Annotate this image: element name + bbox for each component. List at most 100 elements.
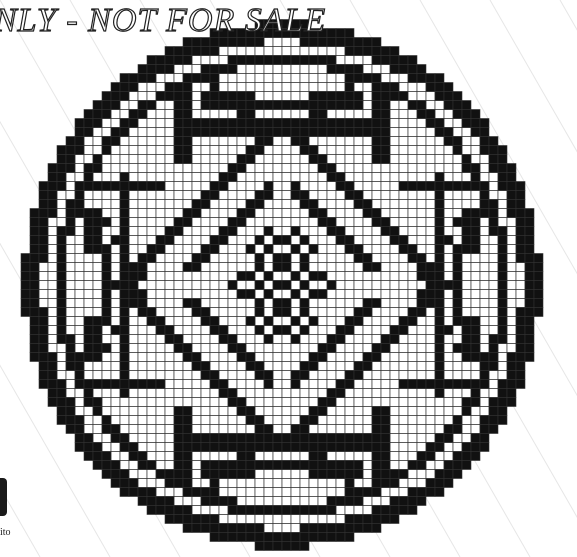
open-mesh-cell bbox=[156, 353, 165, 362]
filled-block bbox=[345, 92, 354, 101]
open-mesh-cell bbox=[102, 398, 111, 407]
open-mesh-cell bbox=[453, 371, 462, 380]
filled-block bbox=[273, 533, 282, 542]
open-mesh-cell bbox=[309, 182, 318, 191]
filled-block bbox=[534, 308, 543, 317]
filled-block bbox=[516, 317, 525, 326]
open-mesh-cell bbox=[444, 164, 453, 173]
filled-block bbox=[66, 362, 75, 371]
filled-block bbox=[66, 227, 75, 236]
open-mesh-cell bbox=[354, 56, 363, 65]
filled-block bbox=[111, 461, 120, 470]
filled-block bbox=[228, 335, 237, 344]
filled-block bbox=[444, 326, 453, 335]
open-mesh-cell bbox=[300, 317, 309, 326]
open-mesh-cell bbox=[363, 56, 372, 65]
filled-block bbox=[336, 236, 345, 245]
open-mesh-cell bbox=[237, 308, 246, 317]
open-mesh-cell bbox=[156, 299, 165, 308]
open-mesh-cell bbox=[129, 200, 138, 209]
filled-block bbox=[30, 263, 39, 272]
open-mesh-cell bbox=[120, 416, 129, 425]
filled-block bbox=[273, 434, 282, 443]
open-mesh-cell bbox=[336, 290, 345, 299]
open-mesh-cell bbox=[165, 110, 174, 119]
filled-block bbox=[471, 443, 480, 452]
open-mesh-cell bbox=[417, 407, 426, 416]
open-mesh-cell bbox=[210, 389, 219, 398]
filled-block bbox=[138, 182, 147, 191]
open-mesh-cell bbox=[273, 83, 282, 92]
filled-block bbox=[30, 245, 39, 254]
filled-block bbox=[147, 74, 156, 83]
filled-block bbox=[471, 218, 480, 227]
open-mesh-cell bbox=[147, 191, 156, 200]
open-mesh-cell bbox=[408, 155, 417, 164]
open-mesh-cell bbox=[435, 164, 444, 173]
filled-block bbox=[525, 227, 534, 236]
open-mesh-cell bbox=[309, 65, 318, 74]
open-mesh-cell bbox=[138, 479, 147, 488]
filled-block bbox=[102, 416, 111, 425]
open-mesh-cell bbox=[354, 290, 363, 299]
filled-block bbox=[93, 119, 102, 128]
filled-block bbox=[327, 470, 336, 479]
open-mesh-cell bbox=[201, 389, 210, 398]
filled-block bbox=[354, 524, 363, 533]
open-mesh-cell bbox=[246, 65, 255, 74]
open-mesh-cell bbox=[282, 497, 291, 506]
filled-block bbox=[435, 92, 444, 101]
filled-block bbox=[246, 470, 255, 479]
filled-block bbox=[246, 443, 255, 452]
filled-block bbox=[156, 56, 165, 65]
open-mesh-cell bbox=[219, 281, 228, 290]
open-mesh-cell bbox=[462, 425, 471, 434]
filled-block bbox=[345, 182, 354, 191]
filled-block bbox=[345, 128, 354, 137]
open-mesh-cell bbox=[165, 182, 174, 191]
filled-block bbox=[93, 326, 102, 335]
open-mesh-cell bbox=[390, 209, 399, 218]
filled-block bbox=[48, 371, 57, 380]
open-mesh-cell bbox=[174, 398, 183, 407]
open-mesh-cell bbox=[111, 416, 120, 425]
filled-block bbox=[255, 191, 264, 200]
open-mesh-cell bbox=[111, 443, 120, 452]
filled-block bbox=[336, 182, 345, 191]
open-mesh-cell bbox=[282, 155, 291, 164]
filled-block bbox=[417, 272, 426, 281]
filled-block bbox=[282, 254, 291, 263]
open-mesh-cell bbox=[147, 299, 156, 308]
filled-block bbox=[462, 443, 471, 452]
open-mesh-cell bbox=[228, 353, 237, 362]
filled-block bbox=[363, 299, 372, 308]
filled-block bbox=[264, 56, 273, 65]
open-mesh-cell bbox=[417, 470, 426, 479]
open-mesh-cell bbox=[471, 362, 480, 371]
open-mesh-cell bbox=[174, 362, 183, 371]
open-mesh-cell bbox=[381, 398, 390, 407]
open-mesh-cell bbox=[273, 470, 282, 479]
filled-block bbox=[336, 65, 345, 74]
open-mesh-cell bbox=[273, 191, 282, 200]
filled-block bbox=[516, 254, 525, 263]
filled-block bbox=[120, 389, 129, 398]
open-mesh-cell bbox=[390, 218, 399, 227]
open-mesh-cell bbox=[372, 191, 381, 200]
open-mesh-cell bbox=[336, 452, 345, 461]
open-mesh-cell bbox=[489, 290, 498, 299]
open-mesh-cell bbox=[255, 290, 264, 299]
open-mesh-cell bbox=[372, 227, 381, 236]
open-mesh-cell bbox=[192, 425, 201, 434]
filled-block bbox=[525, 272, 534, 281]
filled-block bbox=[183, 416, 192, 425]
open-mesh-cell bbox=[354, 164, 363, 173]
open-mesh-cell bbox=[390, 299, 399, 308]
filled-block bbox=[39, 191, 48, 200]
open-mesh-cell bbox=[255, 209, 264, 218]
filled-block bbox=[435, 200, 444, 209]
open-mesh-cell bbox=[201, 272, 210, 281]
filled-block bbox=[246, 92, 255, 101]
filled-block bbox=[336, 524, 345, 533]
open-mesh-cell bbox=[444, 443, 453, 452]
